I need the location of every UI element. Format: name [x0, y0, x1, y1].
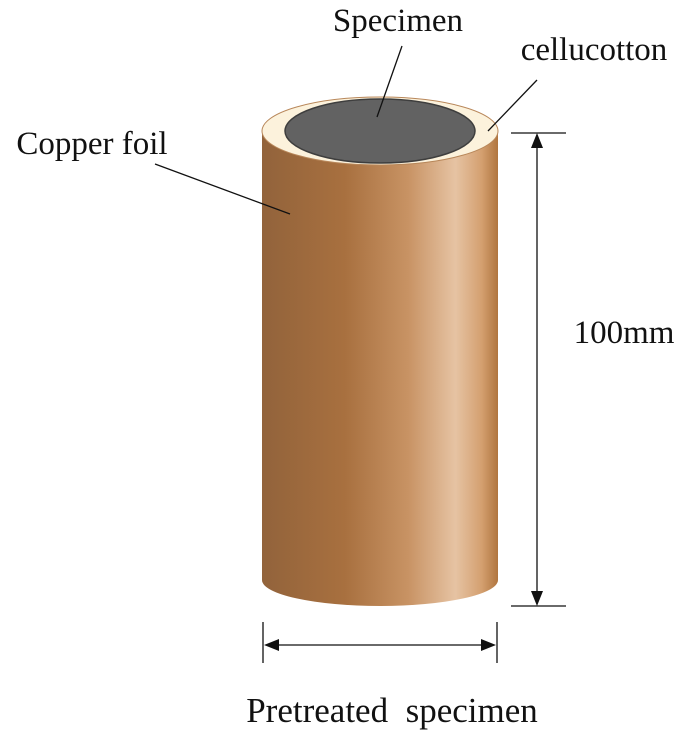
- width-arrow-right: [481, 639, 496, 651]
- specimen-leader-line: [376, 45, 403, 118]
- width-arrow-left: [264, 639, 279, 651]
- height-arrow-up: [531, 133, 543, 148]
- diagram-caption: Pretreated specimen: [246, 691, 538, 730]
- height-label: 100mm: [574, 315, 675, 351]
- copper-foil-leader-line: [154, 163, 291, 215]
- cellucotton-label: cellucotton: [521, 32, 668, 68]
- copper-foil-label: Copper foil: [16, 126, 167, 162]
- specimen-label: Specimen: [333, 3, 463, 39]
- height-arrow-down: [531, 591, 543, 606]
- cellucotton-leader-line: [487, 79, 538, 132]
- specimen-core: [284, 98, 476, 164]
- copper-foil-body: [262, 133, 498, 606]
